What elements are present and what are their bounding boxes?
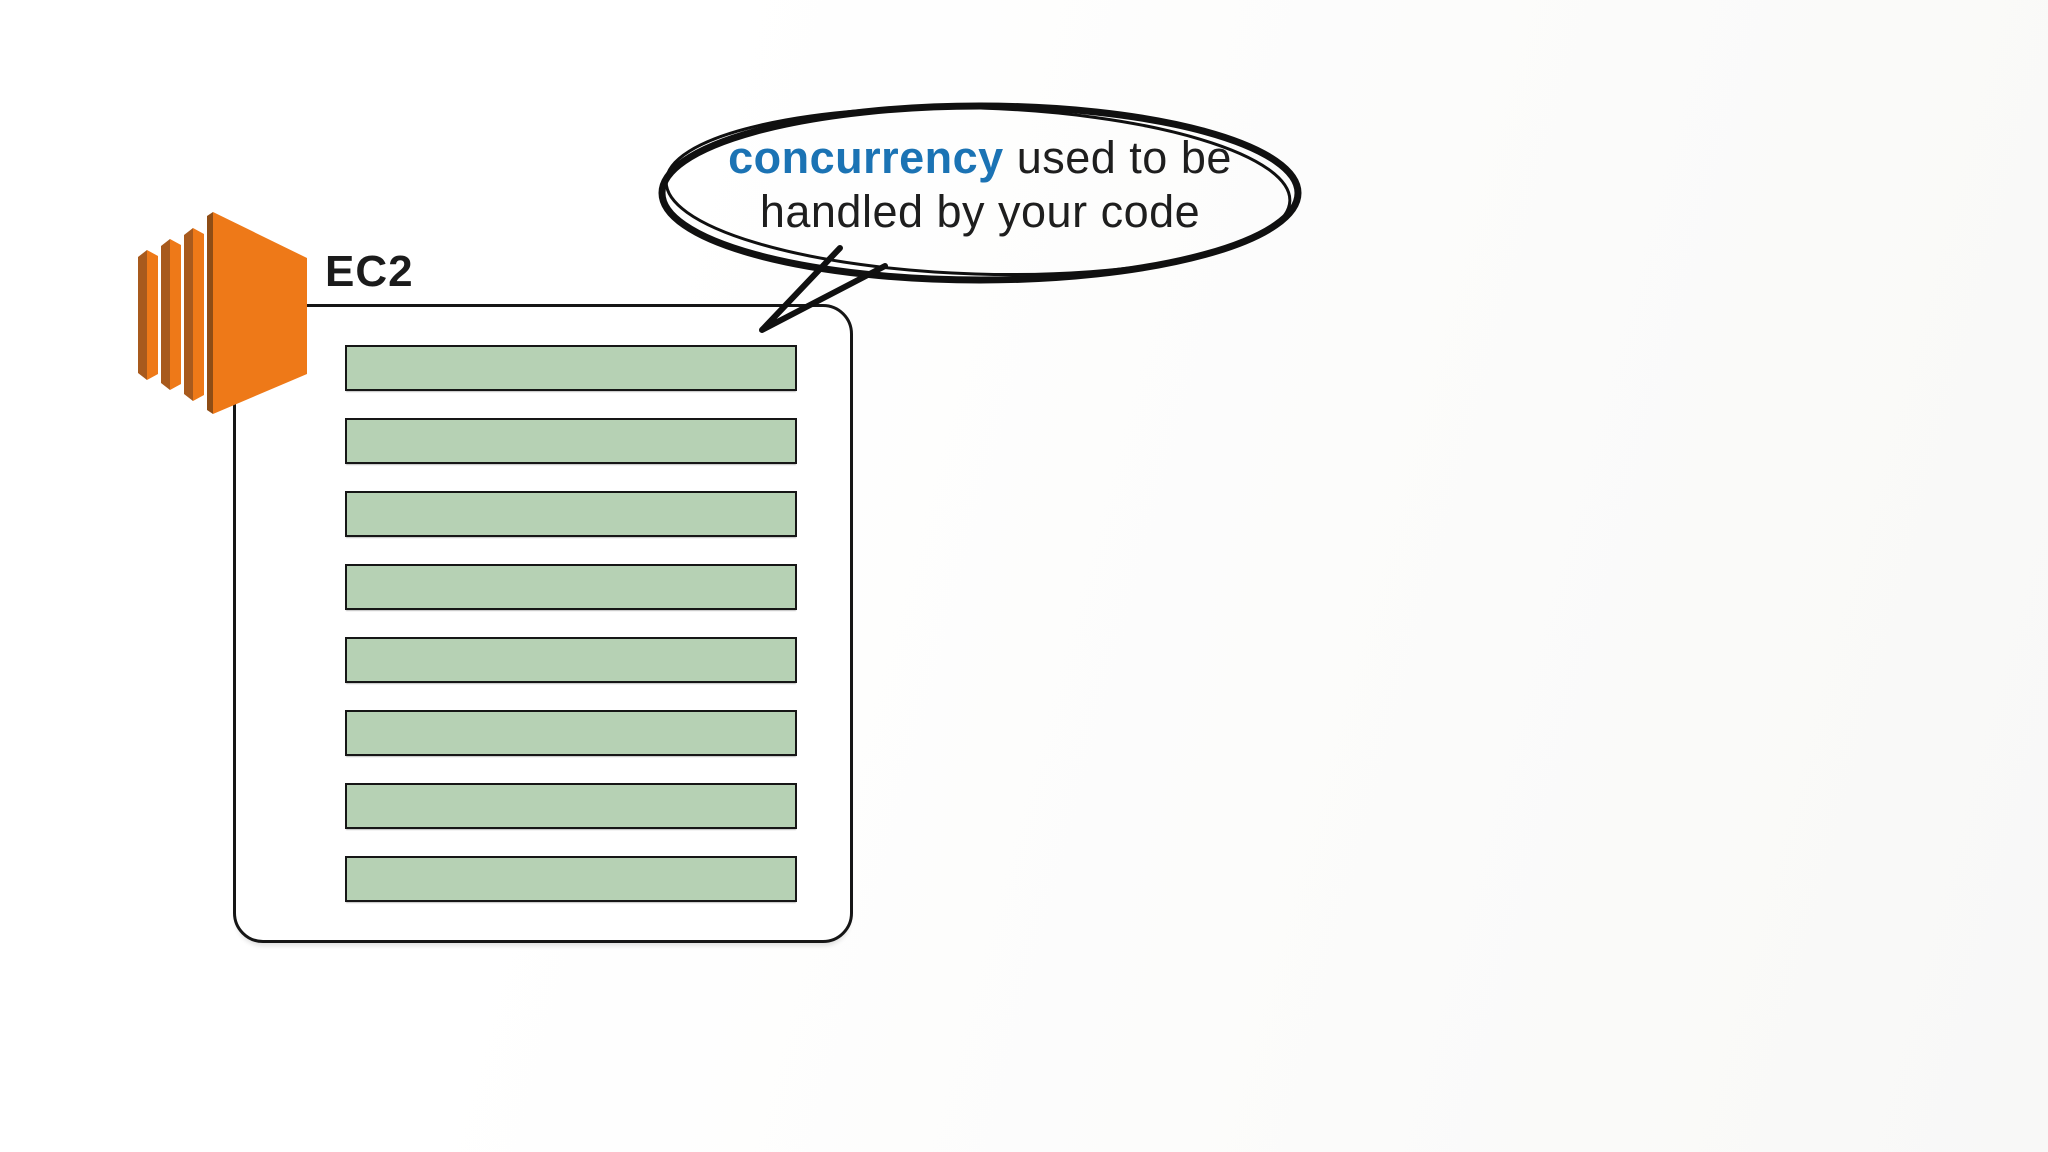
ec2-label: EC2 [325,247,414,296]
process-bar [345,418,797,464]
ec2-instances-icon [138,212,307,414]
process-bar [345,345,797,391]
speech-bubble-outline-sketch [664,105,1292,277]
process-bar [345,637,797,683]
process-bar [345,491,797,537]
bubble-highlight-word: concurrency [728,132,1004,183]
bubble-line-1-rest: used to be [1016,132,1232,183]
process-list [345,345,797,902]
ec2-instance-box [233,304,853,943]
process-bar [345,856,797,902]
process-bar [345,564,797,610]
process-bar [345,710,797,756]
bubble-line-2: handled by your code [759,186,1201,237]
process-bar [345,783,797,829]
speech-bubble [658,102,1302,333]
speech-bubble-outline [658,102,1302,284]
speech-bubble-tail [759,245,888,333]
